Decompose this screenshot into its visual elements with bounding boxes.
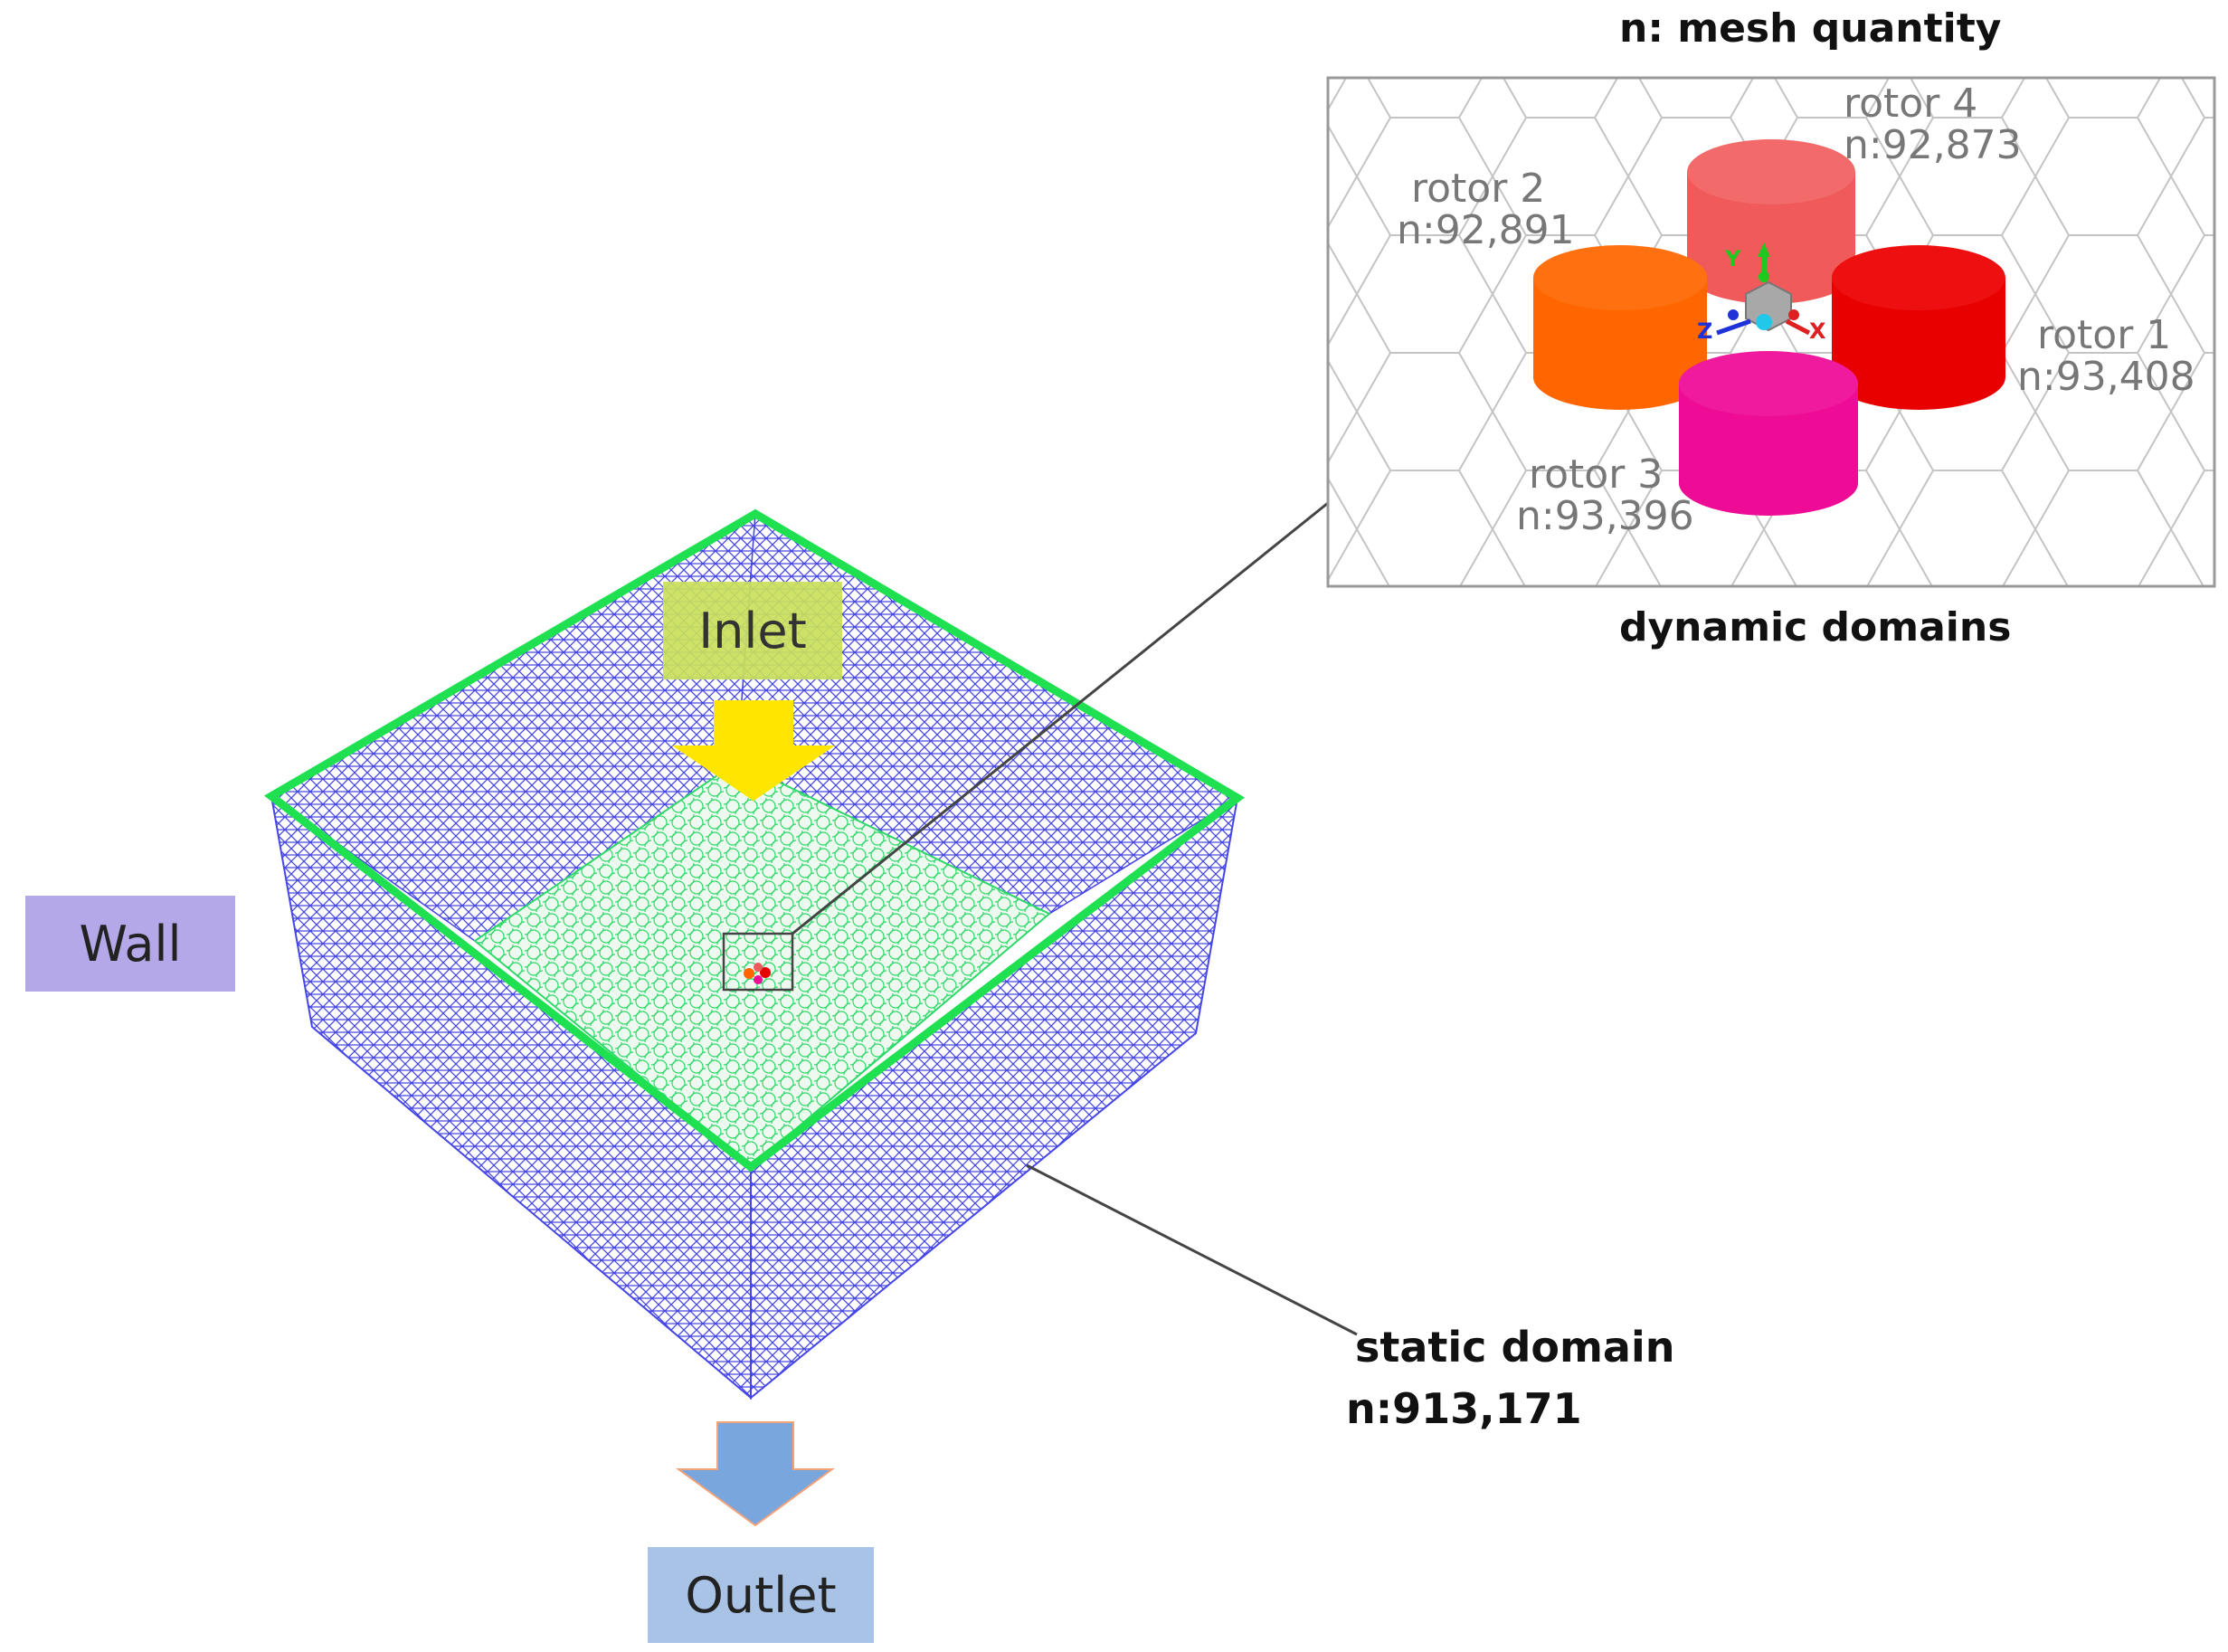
dynamic-domains-inset (1326, 76, 2216, 588)
static-domain-leader-line (1026, 1163, 1358, 1336)
rotor-4-disk (1687, 139, 1855, 304)
mini-rotor-4 (754, 963, 763, 972)
rotor-2-name: rotor 2 (1411, 166, 1546, 212)
static-domain-count: n:913,171 (1346, 1384, 1582, 1433)
rotor-4-label: rotor 4 n:92,873 (1844, 81, 2022, 169)
z-axis-label: Z (1697, 318, 1713, 344)
axes-gizmo (1716, 242, 1811, 336)
rotor-3-label: rotor 3 n:93,396 (1516, 451, 1694, 540)
x-axis-line (1785, 318, 1811, 336)
rotor-2-label: rotor 2 n:92,891 (1397, 166, 1575, 254)
mini-rotor-2 (744, 968, 754, 979)
dynamic-domains-caption: dynamic domains (1619, 604, 2012, 650)
rotor-4-name: rotor 4 (1844, 81, 1978, 127)
zoom-leader-line (792, 501, 1329, 935)
rotor-3-disk (1679, 351, 1858, 516)
static-domain-mesh (263, 508, 1246, 1400)
inlet-arrow (671, 700, 836, 802)
outlet-arrow (675, 1421, 836, 1527)
rotor-1-name: rotor 1 (2037, 312, 2172, 358)
mini-rotor-3 (754, 975, 763, 984)
outlet-label-box (648, 1547, 874, 1643)
rotor-1-label: rotor 1 n:93,408 (2017, 312, 2195, 401)
wall-label: Wall (79, 915, 182, 973)
rotor-3-count: n:93,396 (1516, 493, 1694, 540)
rotor-2-disk (1533, 245, 1707, 410)
outlet-label: Outlet (685, 1566, 837, 1624)
inlet-label-box (663, 582, 842, 679)
wall-label-box (25, 896, 235, 992)
rotor-3-name: rotor 3 (1529, 451, 1664, 498)
inlet-label: Inlet (698, 602, 807, 660)
rotor-2-count: n:92,891 (1397, 207, 1575, 254)
zoom-box (722, 932, 794, 992)
z-axis-line (1716, 318, 1751, 336)
x-axis-label: X (1809, 318, 1826, 344)
top-edge (263, 508, 1246, 1173)
y-axis-label: Y (1725, 246, 1741, 271)
mesh-quantity-caption: n: mesh quantity (1619, 5, 2002, 52)
rotor-1-disk (1832, 245, 2005, 410)
mini-rotor-1 (760, 967, 771, 978)
rotor-4-count: n:92,873 (1844, 122, 2022, 169)
static-domain-caption: static domain (1355, 1323, 1675, 1372)
rotor-1-count: n:93,408 (2017, 354, 2195, 401)
